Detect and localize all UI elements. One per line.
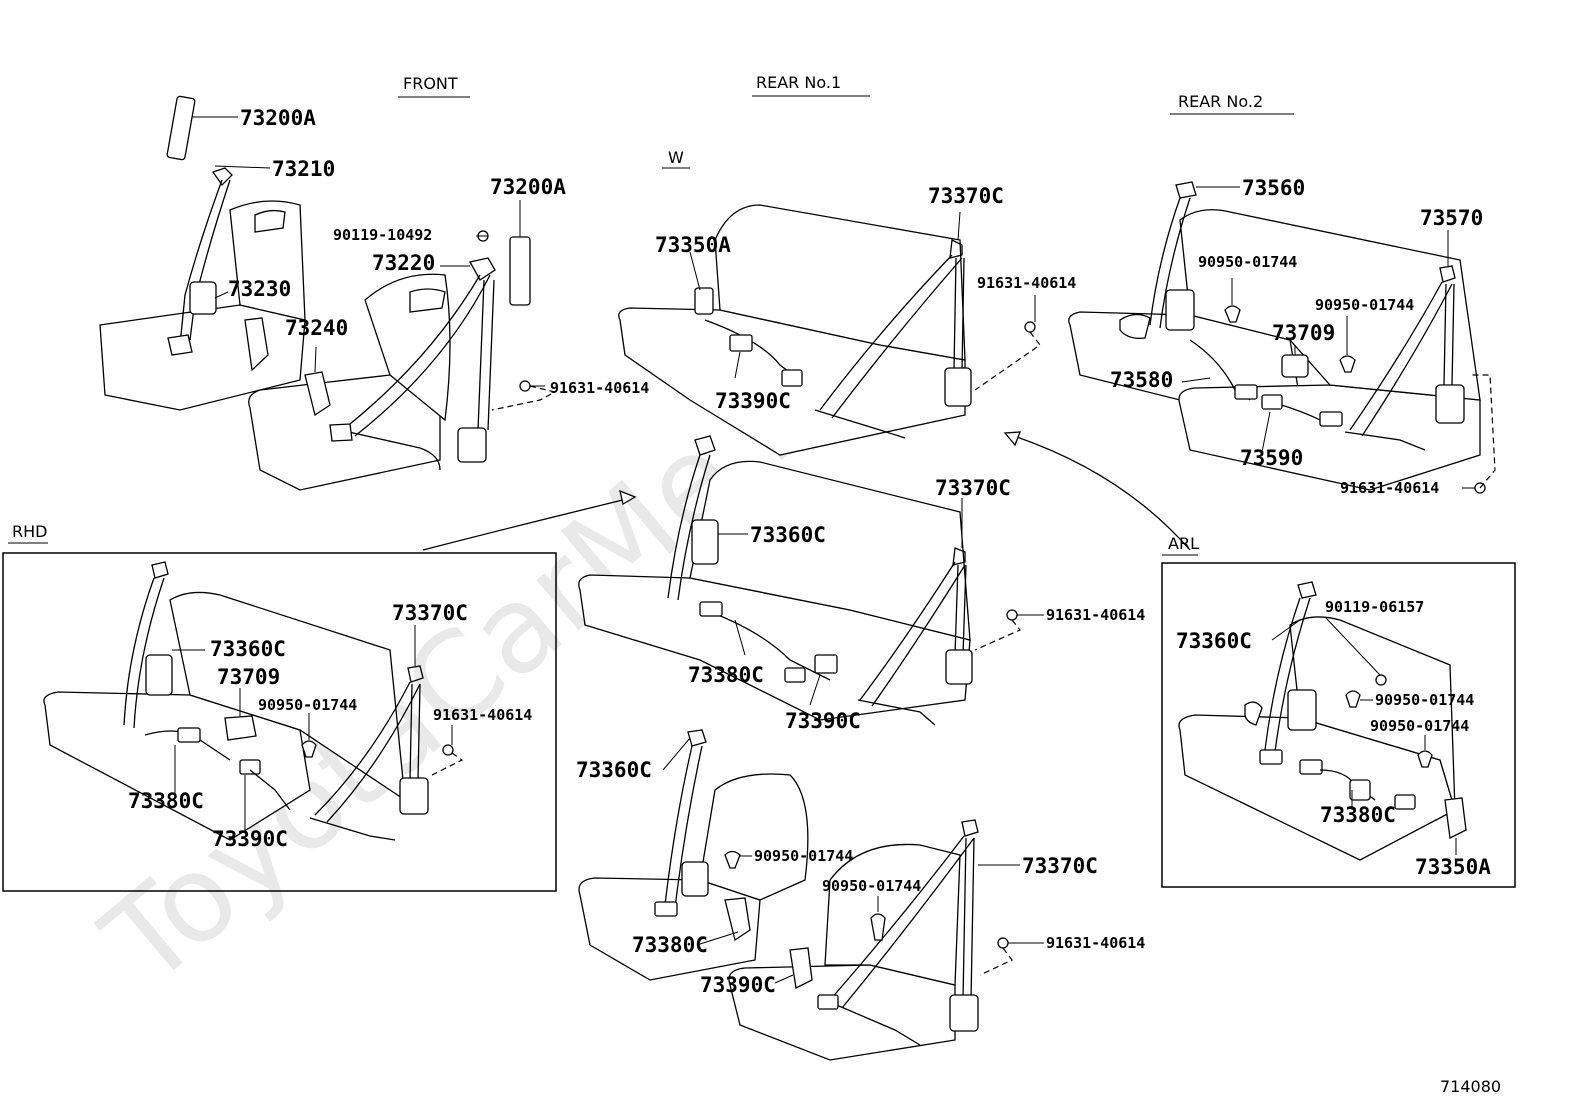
- rhd-box: [2, 552, 557, 892]
- header-rear-2: REAR No.2: [1178, 92, 1263, 111]
- buckle-73230: [244, 317, 269, 372]
- label-rear2-5: 73580: [1110, 368, 1173, 392]
- arl-section: 73360C 90119-06157 90950-01744 90950-017…: [1161, 562, 1516, 888]
- rhd-section: 73370C 73360C 73709 90950-01744 91631-40…: [2, 552, 557, 892]
- retractor-73370c-rhd: [399, 777, 429, 815]
- label-rear2-7: 91631-40614: [1340, 479, 1439, 497]
- label-rear1-bot-5: 73380C: [632, 933, 708, 957]
- rear2-seat-back: [1179, 209, 1481, 401]
- rear1-bottom-right-back: [824, 843, 961, 986]
- buckle-73390c-bottom: [789, 947, 813, 989]
- label-front-3: 73240: [285, 316, 348, 340]
- label-rhd-4: 91631-40614: [433, 706, 532, 724]
- label-rear1-mid-4: 73390C: [785, 709, 861, 733]
- label-arl-1: 90119-06157: [1325, 598, 1424, 616]
- rear1-bottom-right-cushion: [728, 964, 956, 1061]
- label-rear1-bot-3: 73370C: [1022, 854, 1098, 878]
- rear2-right-cushion: [1178, 384, 1481, 491]
- arrow-arl-to-rear1: [1004, 432, 1191, 551]
- retractor-73560: [1165, 289, 1195, 331]
- label-rear1-top-3: 73390C: [715, 389, 791, 413]
- label-front-2: 73230: [228, 277, 291, 301]
- label-front-7: 91631-40614: [550, 379, 649, 397]
- front-left-seat-back: [229, 200, 306, 321]
- retractor-73360c-rhd: [145, 654, 173, 696]
- rear2-section: 73560 73570 90950-01744 90950-01744 7370…: [1068, 176, 1496, 497]
- label-rear2-6: 73590: [1240, 446, 1303, 470]
- label-rhd-5: 73380C: [128, 789, 204, 813]
- label-rhd-1: 73360C: [210, 637, 286, 661]
- label-arl-0: 73360C: [1176, 629, 1252, 653]
- header-rear-1: REAR No.1: [756, 73, 841, 92]
- label-arl-4: 73380C: [1320, 803, 1396, 827]
- label-front-4: 73200A: [490, 175, 566, 199]
- front-section: 73200A 73210 73230 73240 73200A 73220 90…: [99, 95, 649, 491]
- label-rear1-mid-2: 91631-40614: [1046, 606, 1145, 624]
- retractor-73230: [189, 281, 217, 315]
- label-rear1-top-1: 73370C: [928, 184, 1004, 208]
- retractor-73370c-top: [944, 367, 972, 407]
- rear1-top-section: 73350A 73370C 91631-40614 73390C: [618, 184, 1076, 456]
- front-right-seat-back: [364, 273, 451, 422]
- retractor-73370c-mid: [945, 649, 973, 685]
- label-rear2-1: 73570: [1420, 206, 1483, 230]
- rear1-mid-seat-back: [689, 460, 971, 641]
- arrow-rhd-to-rear1: [422, 496, 636, 551]
- arl-box: [1161, 562, 1516, 888]
- buckle-73350a-arl: [1444, 797, 1467, 839]
- label-rear2-4: 73709: [1272, 321, 1335, 345]
- retractor-73570: [1435, 384, 1465, 424]
- label-rear1-top-2: 91631-40614: [977, 274, 1076, 292]
- label-rear1-bot-2: 90950-01744: [822, 877, 921, 895]
- connector-arrows: [422, 431, 1191, 551]
- cover-73709: [1281, 354, 1309, 378]
- buckle-73240: [304, 371, 331, 417]
- label-rear2-0: 73560: [1242, 176, 1305, 200]
- label-front-1: 73210: [272, 157, 335, 181]
- retractor-73360c-arl: [1287, 689, 1317, 731]
- label-rear1-top-0: 73350A: [655, 233, 731, 257]
- label-rhd-6: 73390C: [212, 827, 288, 851]
- buckle-73350a-top: [694, 287, 714, 315]
- diagram-id: 714080: [1440, 1077, 1501, 1096]
- rear1-bottom-section: 73360C 90950-01744 90950-01744 73370C 91…: [576, 729, 1145, 1061]
- retractor-73220: [457, 427, 487, 463]
- label-arl-2: 90950-01744: [1375, 691, 1474, 709]
- label-rear1-mid-3: 73380C: [688, 663, 764, 687]
- retractor-73360c-mid: [691, 519, 719, 565]
- label-arl-3: 90950-01744: [1370, 717, 1469, 735]
- arl-seat-cushion: [1178, 714, 1456, 861]
- rear1-bottom-left-back: [699, 773, 809, 901]
- label-arl-5: 73350A: [1415, 855, 1491, 879]
- rear1-bottom-left-cushion: [578, 877, 761, 981]
- label-rhd-3: 90950-01744: [258, 696, 357, 714]
- cover-73709-rhd: [224, 715, 257, 741]
- anchor-plate-73200a-right: [509, 236, 531, 306]
- buckle-73380c-bottom: [724, 897, 751, 942]
- label-rear1-bot-6: 73390C: [700, 973, 776, 997]
- rhd-seat-back: [169, 591, 406, 802]
- anchor-plate-73200a: [166, 95, 196, 161]
- retractor-73360c-bottom: [681, 861, 709, 897]
- label-front-0: 73200A: [240, 106, 316, 130]
- label-rear1-bot-0: 73360C: [576, 758, 652, 782]
- rear1-mid-section: 73360C 73370C 91631-40614 73380C 73390C: [578, 435, 1145, 733]
- header-w: W: [668, 148, 684, 167]
- label-rear1-mid-0: 73360C: [750, 523, 826, 547]
- label-rear1-mid-1: 73370C: [935, 476, 1011, 500]
- label-rear1-bot-4: 91631-40614: [1046, 934, 1145, 952]
- label-rhd-0: 73370C: [392, 601, 468, 625]
- label-rhd-2: 73709: [217, 665, 280, 689]
- label-front-5: 73220: [372, 251, 435, 275]
- retractor-73370c-bottom: [949, 994, 979, 1032]
- label-rear2-3: 90950-01744: [1315, 296, 1414, 314]
- header-front: FRONT: [403, 74, 458, 93]
- header-rhd: RHD: [12, 522, 47, 541]
- label-front-6: 90119-10492: [333, 226, 432, 244]
- label-rear1-bot-1: 90950-01744: [754, 847, 853, 865]
- rear1-top-seat-back: [714, 204, 966, 361]
- label-rear2-2: 90950-01744: [1198, 253, 1297, 271]
